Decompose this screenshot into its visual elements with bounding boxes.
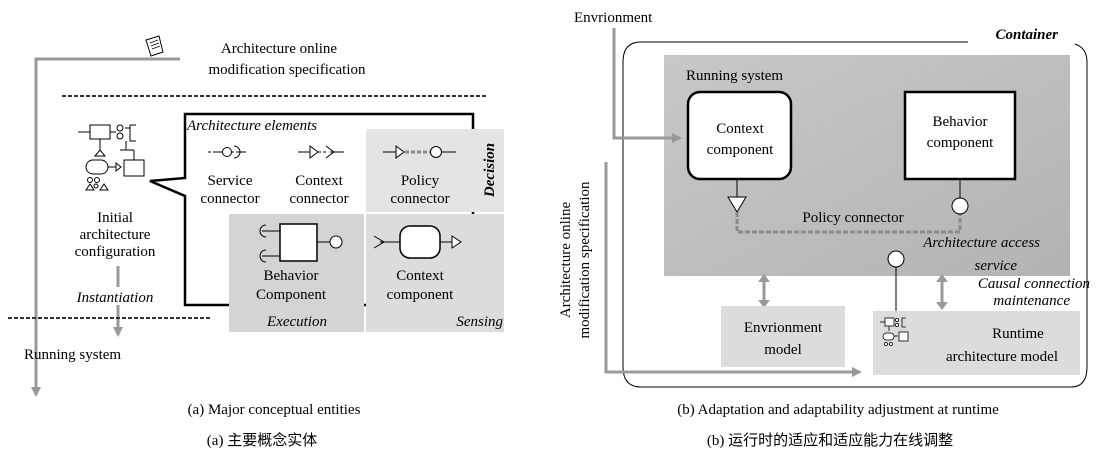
- spec-title-line1: Architecture online: [221, 41, 338, 57]
- rs-behavior-line2: component: [927, 135, 994, 151]
- initial-config-line2: architecture: [80, 227, 151, 243]
- causal-line1: Causal connection: [978, 276, 1090, 292]
- behavior-component-line2: Component: [256, 287, 327, 303]
- right-panel: Envrionment Container Running system Con…: [558, 10, 1090, 449]
- context-component-line1: Context: [396, 268, 444, 284]
- rs-title: Running system: [686, 68, 783, 84]
- container-label: Container: [995, 27, 1058, 43]
- spec-title-line2: modification specification: [208, 62, 366, 78]
- initial-config-line3: configuration: [75, 244, 156, 260]
- execution-label: Execution: [266, 314, 327, 330]
- access-service-port: [887, 250, 905, 268]
- access-service-line2: service: [975, 258, 1018, 274]
- behavior-component-line1: Behavior: [264, 268, 319, 284]
- policy-connector-icon: [383, 145, 456, 159]
- decision-region: [366, 129, 504, 212]
- service-connector-icon: [208, 145, 246, 159]
- rs-context-line2: component: [707, 142, 774, 158]
- container-outline: [622, 41, 1088, 388]
- access-service-line1: Architecture access: [922, 235, 1040, 251]
- caption-a-cn: (a) 主要概念实体: [207, 431, 317, 449]
- service-connector-line2: connector: [200, 191, 259, 207]
- initial-config-line1: Initial: [97, 210, 133, 226]
- service-connector-line1: Service: [208, 173, 253, 189]
- running-system-label: Running system: [24, 347, 121, 363]
- env-model-line1: Envrionment: [744, 320, 823, 336]
- decision-label: Decision: [482, 143, 498, 198]
- spec-input-arrow: [604, 162, 862, 377]
- elements-title: Architecture elements: [186, 118, 317, 134]
- env-model-box: [721, 306, 845, 367]
- context-component-line2: component: [387, 287, 454, 303]
- context-connector-line1: Context: [295, 173, 343, 189]
- policy-connector-label: Policy connector: [802, 210, 903, 226]
- environment-label: Envrionment: [574, 10, 653, 26]
- context-component-icon: [373, 225, 462, 259]
- runtime-model-line2: architecture model: [946, 349, 1058, 365]
- rs-policy-connector: [727, 179, 969, 234]
- spec-arrow: [31, 57, 180, 397]
- causal-arrow: [936, 274, 948, 310]
- context-connector-line2: connector: [289, 191, 348, 207]
- causal-line2: maintenance: [993, 293, 1070, 309]
- behavior-component-icon: [259, 223, 343, 263]
- document-icon: [145, 35, 164, 57]
- caption-b-cn: (b) 运行时的适应和适应能力在线调整: [707, 431, 953, 449]
- env-model-arrow: [758, 274, 770, 308]
- left-panel: Architecture online modification specifi…: [8, 35, 504, 449]
- vertical-spec-line1: Architecture online: [558, 202, 574, 319]
- vertical-spec-line2: modification specification: [577, 181, 593, 339]
- architecture-mini-icon: [78, 124, 145, 191]
- runtime-model-box: [873, 311, 1080, 375]
- caption-b-en: (b) Adaptation and adaptability adjustme…: [677, 402, 999, 418]
- rs-behavior-component: [903, 90, 1017, 181]
- policy-connector-line1: Policy: [401, 173, 440, 189]
- sensing-label: Sensing: [456, 314, 503, 330]
- rs-context-component: [686, 90, 793, 181]
- context-connector-icon: [298, 145, 344, 159]
- env-model-line2: model: [764, 342, 802, 358]
- rs-behavior-line1: Behavior: [933, 114, 988, 130]
- caption-a-en: (a) Major conceptual entities: [188, 402, 361, 418]
- runtime-model-line1: Runtime: [992, 326, 1044, 342]
- rs-context-line1: Context: [716, 121, 764, 137]
- runtime-arch-icon: [880, 317, 909, 346]
- instantiation-label: Instantiation: [76, 290, 154, 306]
- environment-arrow: [612, 28, 682, 143]
- policy-connector-line2: connector: [390, 191, 449, 207]
